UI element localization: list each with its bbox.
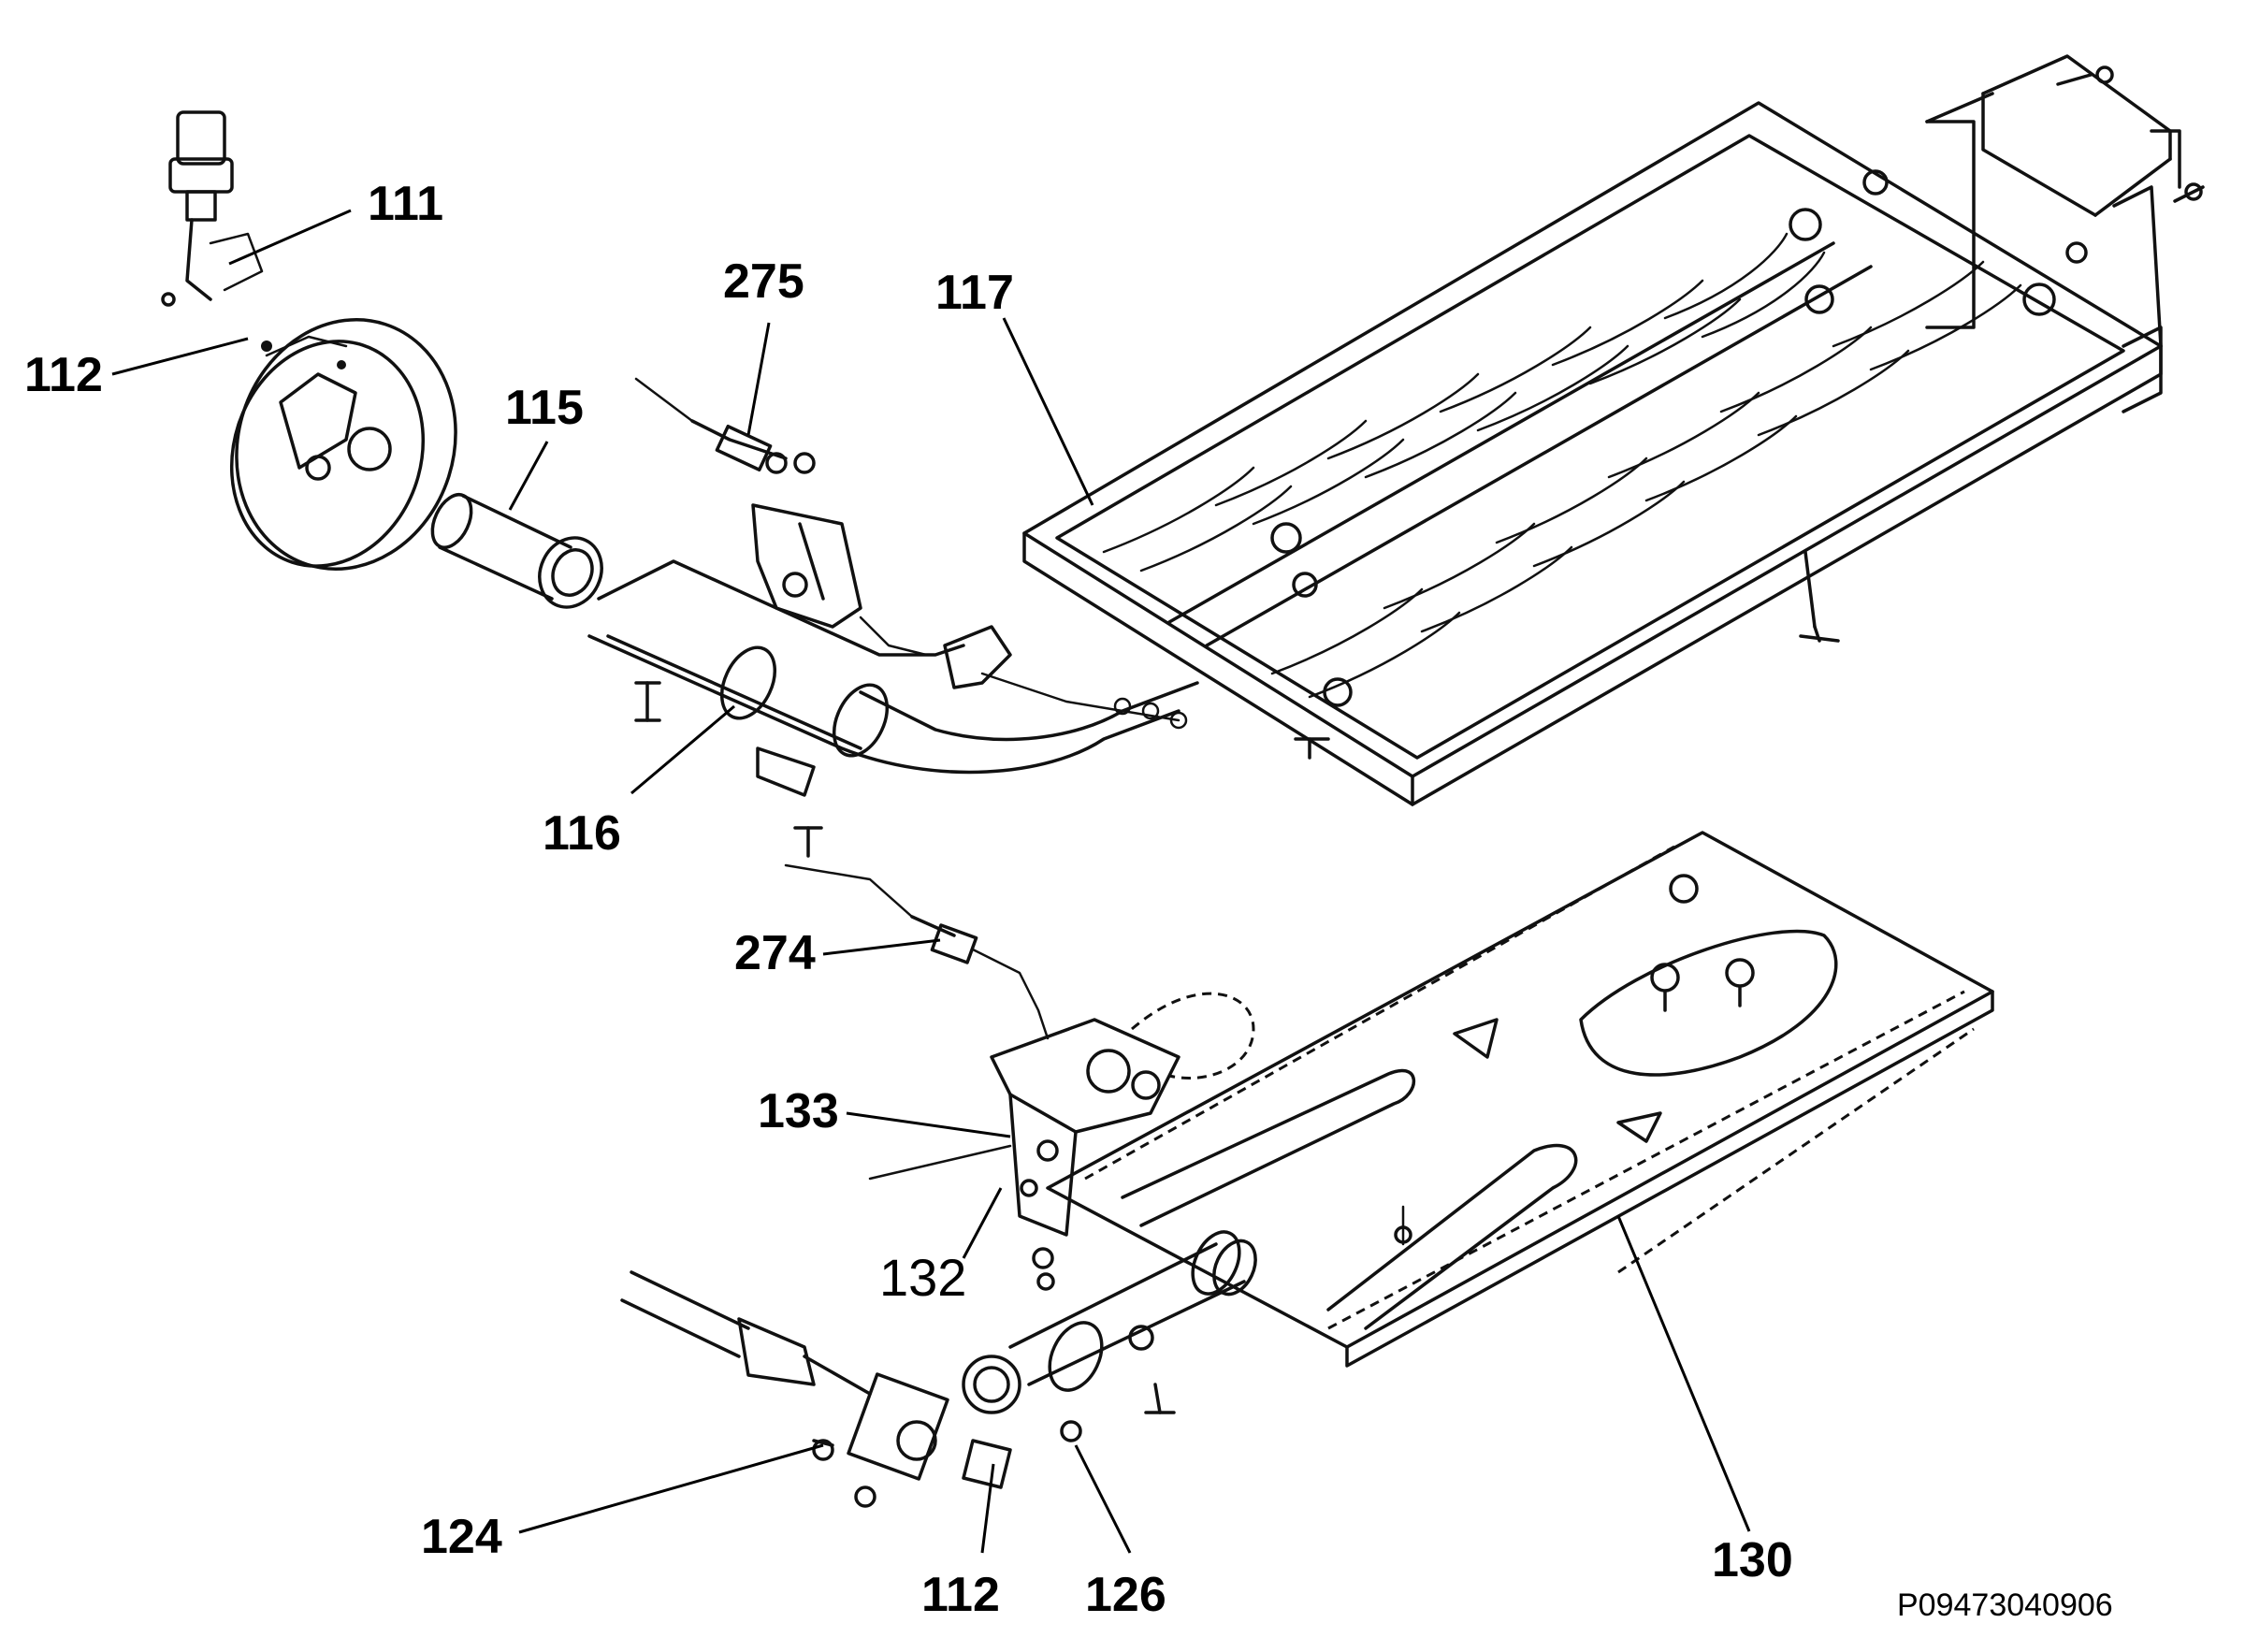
callout-116: 116	[543, 806, 621, 861]
mixer-tube	[1008, 1230, 1257, 1442]
callout-133: 133	[758, 1084, 839, 1138]
callout-111: 111	[368, 177, 443, 231]
bolt-right	[1799, 550, 1840, 643]
tube-116	[587, 559, 1199, 797]
callout-112-bottom: 112	[921, 1568, 1000, 1622]
screw-left	[634, 681, 661, 722]
callout-130: 130	[1712, 1533, 1793, 1587]
drawing-reference-code: P09473040906	[1897, 1587, 2113, 1623]
callout-115: 115	[505, 381, 584, 435]
valve-assembly-124	[620, 1270, 1021, 1508]
callout-274: 274	[734, 926, 816, 980]
callout-117: 117	[935, 266, 1014, 320]
electrode-wire-274	[784, 863, 1050, 1040]
screw-center	[793, 826, 823, 858]
leader-lines	[111, 209, 1751, 1554]
callout-112-top: 112	[24, 348, 103, 402]
round-burner-disc	[229, 318, 457, 571]
callout-124: 124	[421, 1510, 502, 1564]
electrode-275	[634, 377, 928, 657]
washer-132	[1032, 1247, 1055, 1291]
cylinder-115	[430, 493, 603, 609]
flat-burner-130	[1046, 831, 1994, 1368]
callout-132: 132	[879, 1248, 966, 1307]
ignitor-bracket-133	[868, 992, 1255, 1237]
callout-275: 275	[723, 254, 804, 309]
screw-tray	[1294, 737, 1330, 760]
sensor-fitting	[161, 110, 264, 307]
callout-126: 126	[1085, 1568, 1166, 1622]
top-right-bracket	[1925, 54, 2205, 217]
burner-tray-117	[1022, 101, 2163, 806]
